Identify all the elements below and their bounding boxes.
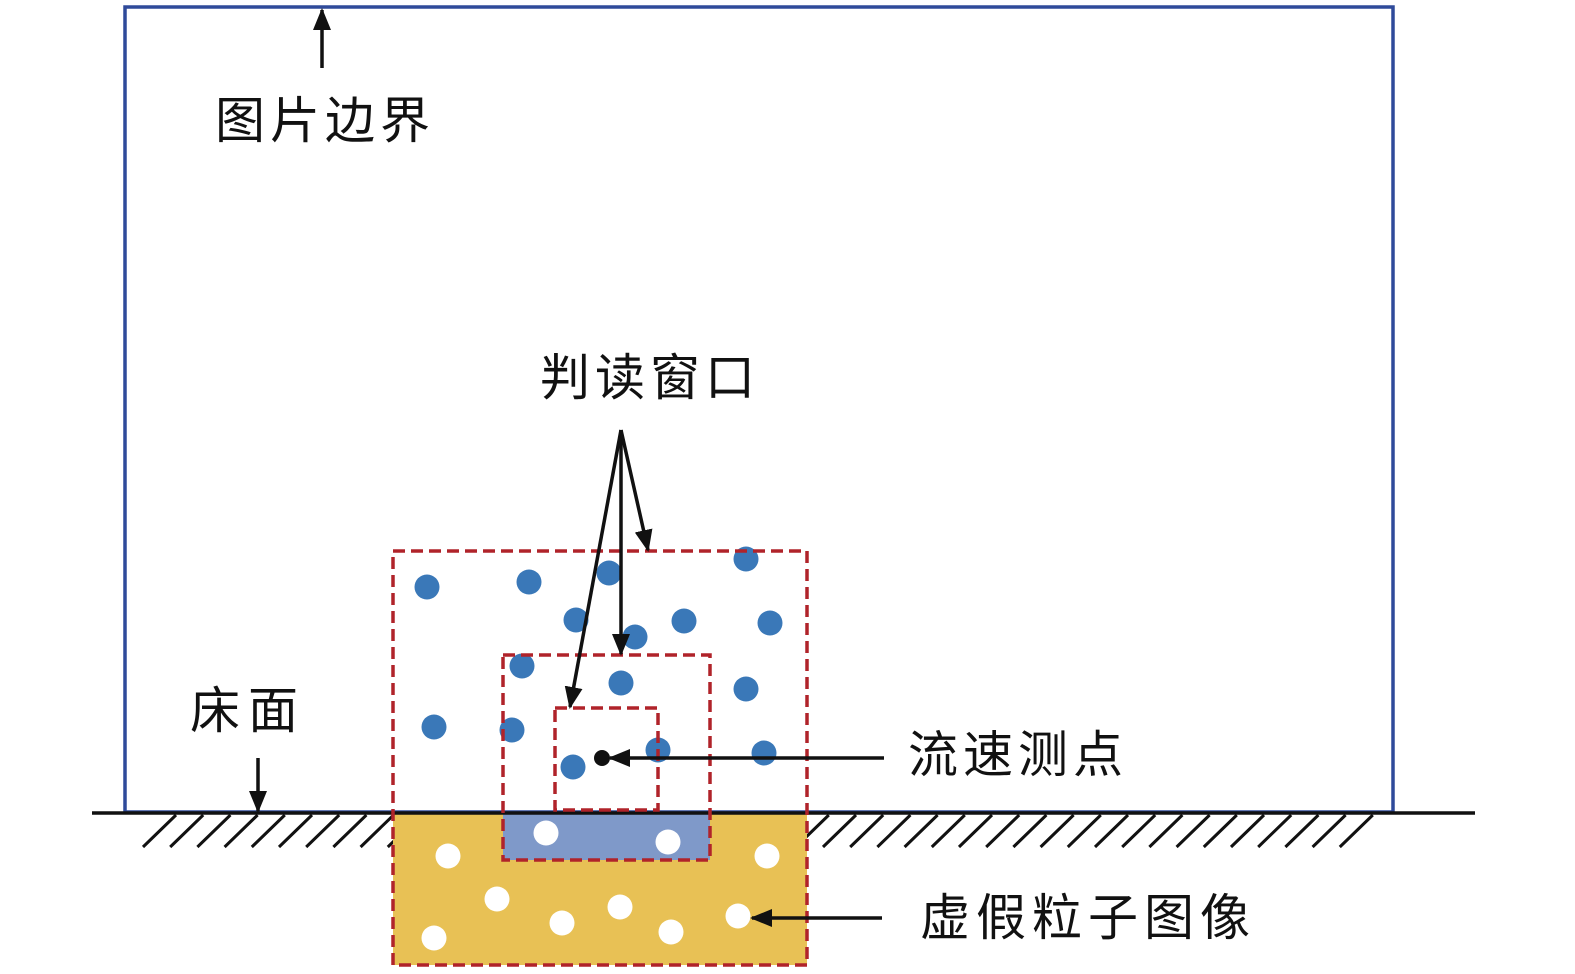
label-false-particle-image: 虚假粒子图像 bbox=[920, 889, 1250, 947]
false-particle bbox=[655, 829, 681, 855]
particle bbox=[560, 754, 586, 780]
label-bed-surface: 床面 bbox=[190, 682, 298, 740]
hatch-line bbox=[1229, 813, 1266, 849]
hatch-line bbox=[1039, 813, 1075, 849]
hatch-line bbox=[1284, 813, 1320, 849]
false-particle bbox=[549, 910, 575, 936]
hatch-line bbox=[250, 813, 286, 849]
hatch-line bbox=[141, 813, 178, 849]
hatch-line bbox=[1012, 813, 1048, 849]
arrow-icon bbox=[619, 429, 653, 552]
hatch-line bbox=[277, 813, 314, 849]
hatch-line bbox=[1121, 813, 1157, 849]
hatch-line bbox=[821, 813, 858, 849]
particle bbox=[757, 610, 783, 636]
particle bbox=[509, 653, 535, 679]
particle bbox=[608, 670, 634, 696]
hatch-line bbox=[359, 813, 395, 849]
particles bbox=[414, 546, 783, 780]
hatch-line bbox=[985, 813, 1021, 849]
hatch-line bbox=[169, 813, 205, 849]
hatch-line bbox=[1175, 813, 1211, 849]
false-particle bbox=[435, 843, 461, 869]
hatch-line bbox=[876, 813, 912, 849]
label-interrogation-window: 判读窗口 bbox=[540, 349, 755, 407]
arrow-icon bbox=[564, 429, 623, 709]
particle bbox=[516, 569, 542, 595]
particle bbox=[622, 624, 648, 650]
false-particle bbox=[484, 886, 510, 912]
particle bbox=[499, 717, 525, 743]
label-image-boundary: 图片边界 bbox=[215, 92, 430, 150]
hatch-line bbox=[957, 813, 994, 849]
particle bbox=[596, 560, 622, 586]
hatch-line bbox=[223, 813, 259, 849]
particle bbox=[751, 740, 777, 766]
velocity-measurement-point bbox=[594, 750, 610, 766]
hatch-line bbox=[332, 813, 368, 849]
false-particle bbox=[607, 894, 633, 920]
false-particle bbox=[421, 925, 447, 951]
hatch-line bbox=[1148, 813, 1184, 849]
particle bbox=[414, 574, 440, 600]
false-particle bbox=[658, 919, 684, 945]
particle bbox=[421, 714, 447, 740]
hatch-line bbox=[305, 813, 341, 849]
hatch-line bbox=[930, 813, 966, 849]
hatch-line bbox=[1093, 813, 1130, 849]
hatch-line bbox=[196, 813, 232, 849]
hatch-line bbox=[1257, 813, 1293, 849]
hatch-line bbox=[849, 813, 885, 849]
hatch-line bbox=[1311, 813, 1347, 849]
hatch-line bbox=[1066, 813, 1102, 849]
hatch-line bbox=[1202, 813, 1238, 849]
false-particles bbox=[421, 820, 780, 951]
particle bbox=[563, 607, 589, 633]
false-particle bbox=[533, 820, 559, 846]
hatch-line bbox=[1338, 813, 1374, 849]
false-particle bbox=[754, 843, 780, 869]
hatch-line bbox=[903, 813, 939, 849]
particle bbox=[733, 676, 759, 702]
particle bbox=[671, 608, 697, 634]
label-velocity-point: 流速测点 bbox=[908, 726, 1123, 784]
false-particle bbox=[725, 903, 751, 929]
